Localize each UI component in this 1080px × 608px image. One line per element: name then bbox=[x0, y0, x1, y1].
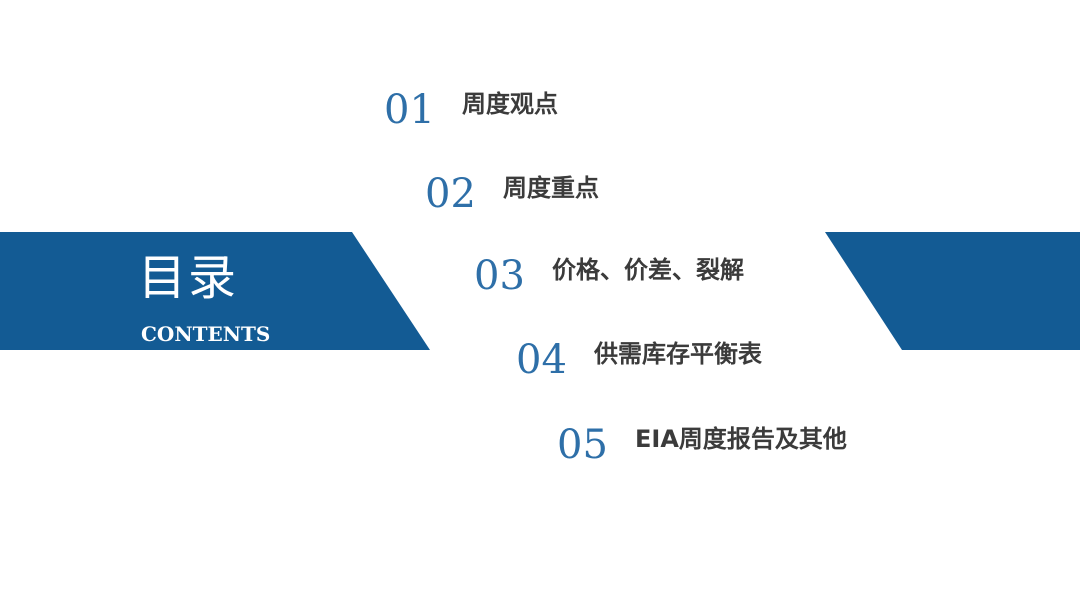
toc-number: 03 bbox=[474, 253, 525, 299]
toc-number: 05 bbox=[557, 422, 608, 468]
toc-item-2: 02 周度重点 bbox=[425, 170, 599, 218]
toc-item-3: 03 价格、价差、裂解 bbox=[474, 252, 744, 300]
toc-item-5: 05 EIA周度报告及其他 bbox=[557, 421, 847, 469]
page-title: 目录 bbox=[138, 250, 239, 306]
toc-label: 周度重点 bbox=[503, 174, 599, 202]
toc-item-1: 01 周度观点 bbox=[384, 86, 558, 134]
right-banner-shape bbox=[825, 232, 1080, 350]
toc-item-4: 04 供需库存平衡表 bbox=[516, 336, 762, 384]
toc-number: 04 bbox=[516, 337, 567, 383]
toc-label: EIA周度报告及其他 bbox=[635, 425, 847, 453]
toc-number: 02 bbox=[425, 171, 476, 217]
right-banner-fill bbox=[825, 232, 1080, 350]
page-subtitle: CONTENTS bbox=[141, 322, 271, 346]
toc-label: 周度观点 bbox=[462, 90, 558, 118]
toc-label: 供需库存平衡表 bbox=[594, 340, 762, 368]
left-banner-fill bbox=[0, 232, 430, 350]
left-banner-shape bbox=[0, 232, 430, 350]
toc-label: 价格、价差、裂解 bbox=[552, 256, 744, 284]
toc-number: 01 bbox=[384, 87, 435, 133]
